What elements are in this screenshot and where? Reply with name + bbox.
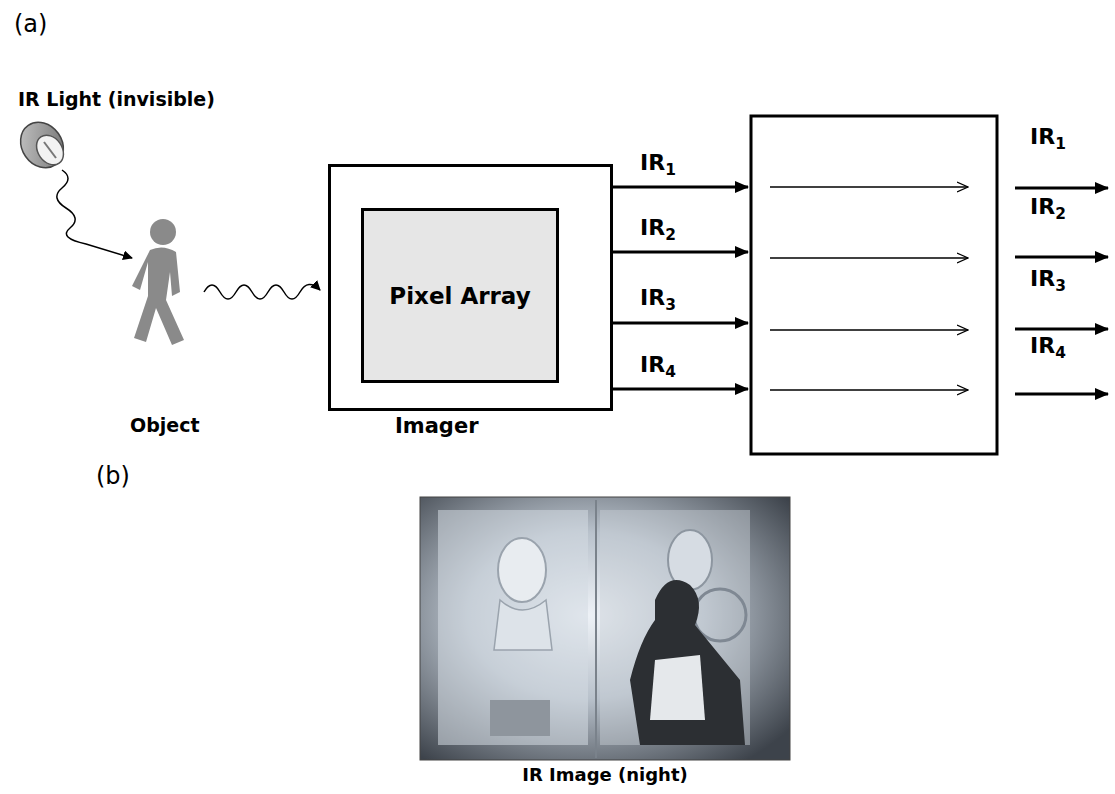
signal-name: IR2 (640, 215, 676, 240)
signal-name: IR4 (640, 352, 676, 377)
output-arrows (1015, 188, 1108, 394)
reflected-wave (204, 284, 320, 299)
node-heading: Imager (395, 414, 479, 438)
panel-letter: (a) (14, 10, 47, 38)
signal-name: IR2 (1030, 194, 1066, 219)
photo-caption: IR Image (night) (522, 764, 688, 785)
person-icon (132, 219, 184, 345)
imager-box: ImagerPixel Array (328, 164, 613, 411)
pass-through-arrows (770, 187, 968, 390)
panel-letter: (b) (96, 462, 130, 490)
pixel-array-box: Pixel Array (361, 208, 559, 383)
node-label: Pixel Array (364, 283, 556, 309)
object-label: Object (130, 414, 200, 436)
signal-name: IR1 (1030, 124, 1066, 149)
signal-name: IR3 (640, 285, 676, 310)
signal-name: IR3 (1030, 266, 1066, 291)
lamp-icon (12, 114, 72, 176)
signal-name: IR1 (640, 150, 676, 175)
signal-arrows (613, 187, 748, 389)
light-source-label: IR Light (invisible) (18, 88, 215, 110)
ir-photo (420, 497, 790, 760)
processing-box (751, 116, 997, 454)
signal-name: IR4 (1030, 333, 1066, 358)
light-wave (57, 170, 132, 258)
